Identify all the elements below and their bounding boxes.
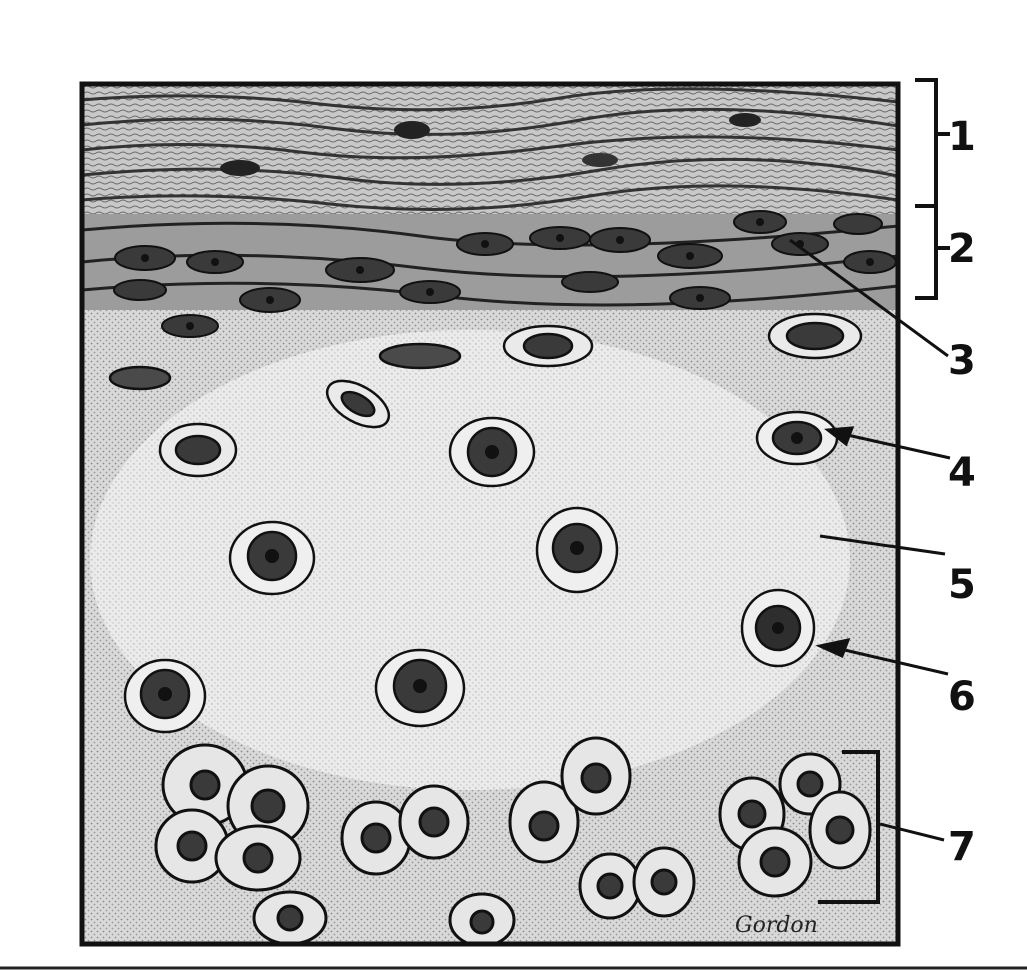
number-labels: 1 2 3 4 5 6 7 <box>948 114 976 870</box>
leader-3 <box>789 238 949 358</box>
label-2: 2 <box>948 226 976 272</box>
leader-lines <box>789 238 951 842</box>
leader-6 <box>835 646 949 676</box>
fibrous-layer <box>82 84 898 214</box>
arrowhead-4 <box>824 426 855 447</box>
isogenous-groups <box>154 736 872 944</box>
arrowhead-6 <box>815 637 851 659</box>
label-7: 7 <box>948 824 976 870</box>
leader-5 <box>819 534 946 556</box>
leader-7 <box>879 822 945 842</box>
tissue-frame <box>79 81 901 947</box>
young-chondrocytes <box>108 312 863 478</box>
label-6: 6 <box>948 674 976 720</box>
bracket-7 <box>818 750 880 904</box>
label-1: 1 <box>948 114 976 160</box>
tissue-section <box>82 84 898 944</box>
label-4: 4 <box>948 450 976 496</box>
leader-4 <box>833 430 951 460</box>
label-3: 3 <box>948 338 976 384</box>
chondrogenic-layer <box>82 210 898 338</box>
label-5: 5 <box>948 562 976 608</box>
bracket-1-2 <box>915 78 950 300</box>
chondrocytes-in-lacunae <box>123 410 839 734</box>
artist-signature: Gordon <box>735 913 818 938</box>
